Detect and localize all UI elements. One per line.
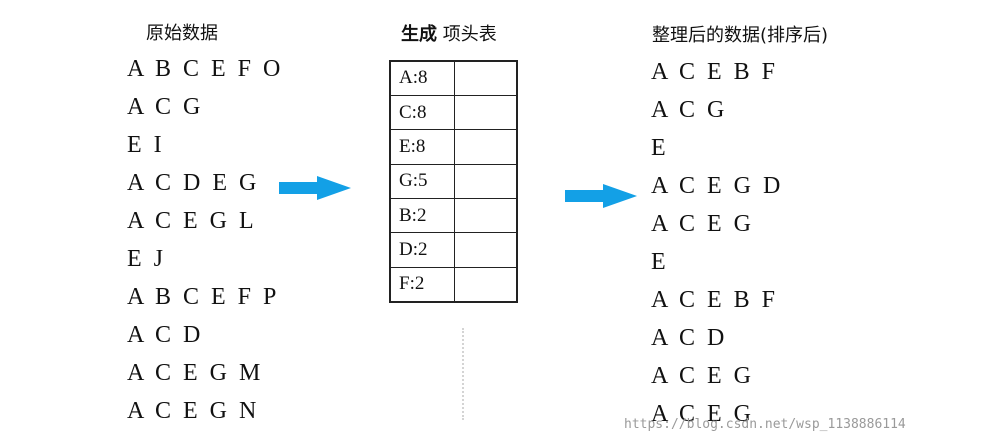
header-table-row: E:8 [389, 129, 518, 165]
sorted-data-row: E [651, 135, 669, 161]
header-table-link-cell [453, 129, 518, 165]
header-table-row: C:8 [389, 94, 518, 131]
header-table-link-cell [453, 60, 518, 96]
original-data-row: A C E G L [127, 208, 257, 234]
header-table-heading-bold: 生成 [401, 24, 437, 45]
sorted-data-row: A C E B F [651, 287, 779, 313]
original-data-row: A C D E G [127, 170, 260, 196]
sorted-data-row: A C E G [651, 211, 755, 237]
watermark: https://blog.csdn.net/wsp_1138886114 [624, 417, 906, 432]
sorted-data-row: A C E G D [651, 173, 784, 199]
original-data-row: E J [127, 246, 166, 272]
right-arrow-icon [565, 184, 637, 208]
sorted-data-row: E [651, 249, 669, 275]
sorted-data-heading: 整理后的数据(排序后) [652, 25, 829, 46]
sorted-data-row: A C E G [651, 363, 755, 389]
sorted-data-row: A C G [651, 97, 728, 123]
header-table-item: B:2 [389, 198, 455, 234]
right-arrow-icon [279, 176, 351, 200]
header-table-row: B:2 [389, 198, 518, 234]
header-table-item: E:8 [389, 129, 455, 165]
original-data-row: E I [127, 132, 165, 158]
header-table-link-cell [453, 163, 518, 200]
original-data-row: A C E G N [127, 398, 260, 424]
original-data-heading: 原始数据 [146, 23, 218, 44]
original-data-row: A B C E F O [127, 56, 284, 82]
original-data-row: A C D [127, 322, 204, 348]
sorted-data-row: A C E B F [651, 59, 779, 85]
original-data-row: A B C E F P [127, 284, 280, 310]
original-data-row: A C E G M [127, 360, 264, 386]
header-table-link-cell [453, 266, 518, 303]
sorted-data-row: A C D [651, 325, 728, 351]
header-table-item: F:2 [389, 266, 455, 303]
header-table-item: A:8 [389, 60, 455, 96]
header-table-row: G:5 [389, 163, 518, 200]
header-table-row: D:2 [389, 232, 518, 268]
header-table-row: A:8 [389, 60, 518, 96]
header-table-link-cell [453, 232, 518, 268]
sorted-data-row: A C E G [651, 401, 755, 427]
header-table-item: C:8 [389, 94, 455, 131]
header-table-link-cell [453, 94, 518, 131]
dotted-continuation [462, 328, 466, 420]
header-table-link-cell [453, 198, 518, 234]
header-table: A:8 C:8 E:8 G:5 B:2 D:2 F:2 [389, 60, 518, 303]
original-data-row: A C G [127, 94, 204, 120]
header-table-row: F:2 [389, 266, 518, 303]
header-table-item: D:2 [389, 232, 455, 268]
header-table-item: G:5 [389, 163, 455, 200]
header-table-heading-rest: 项头表 [437, 24, 497, 45]
header-table-heading: 生成 项头表 [401, 20, 497, 46]
